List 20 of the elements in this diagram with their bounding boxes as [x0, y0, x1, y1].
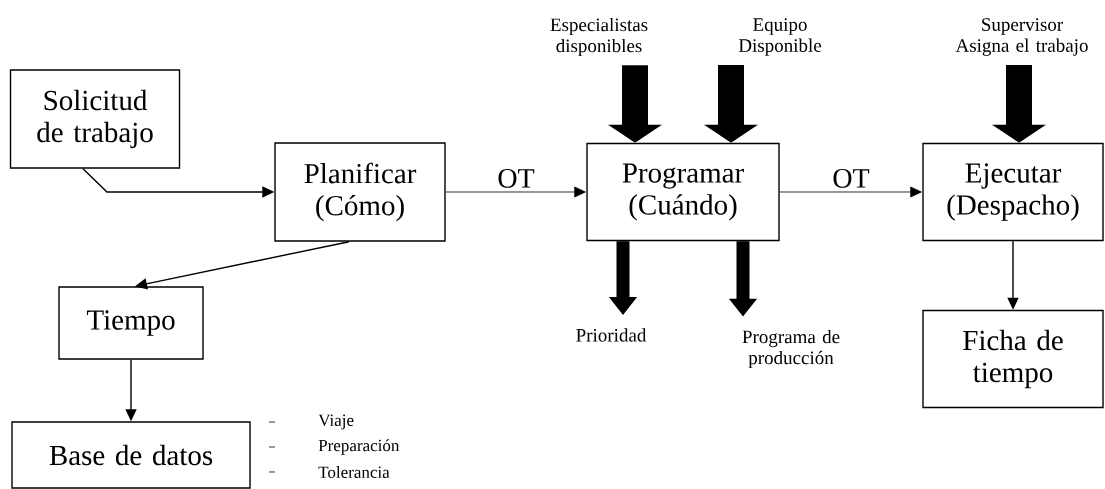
process-box: Tiempo — [58, 286, 204, 360]
flow-label: Equipo Disponible — [738, 18, 822, 56]
flow-label: Supervisor Asigna el trabajo — [955, 18, 1088, 56]
process-box: Ejecutar (Despacho) — [922, 142, 1104, 242]
edge-label: OT — [498, 169, 535, 188]
arrow — [779, 186, 922, 198]
list-item: Preparación — [318, 439, 400, 455]
arrow — [135, 241, 350, 290]
process-box: Ficha de tiempo — [922, 309, 1104, 409]
flow-label: Programa de producción — [742, 329, 840, 369]
flow-label: Especialistas disponibles — [550, 17, 648, 57]
flow-label: Prioridad — [576, 328, 647, 342]
list-item: Tolerancia — [318, 466, 390, 478]
process-box: Base de datos — [11, 421, 251, 489]
process-box: Solicitud de trabajo — [9, 69, 181, 169]
list-item: Viaje — [318, 414, 354, 430]
arrow — [445, 186, 586, 198]
edge-label: OT — [833, 169, 870, 188]
process-box: Planificar (Cómo) — [274, 142, 446, 242]
process-box: Programar (Cuándo) — [586, 142, 780, 242]
